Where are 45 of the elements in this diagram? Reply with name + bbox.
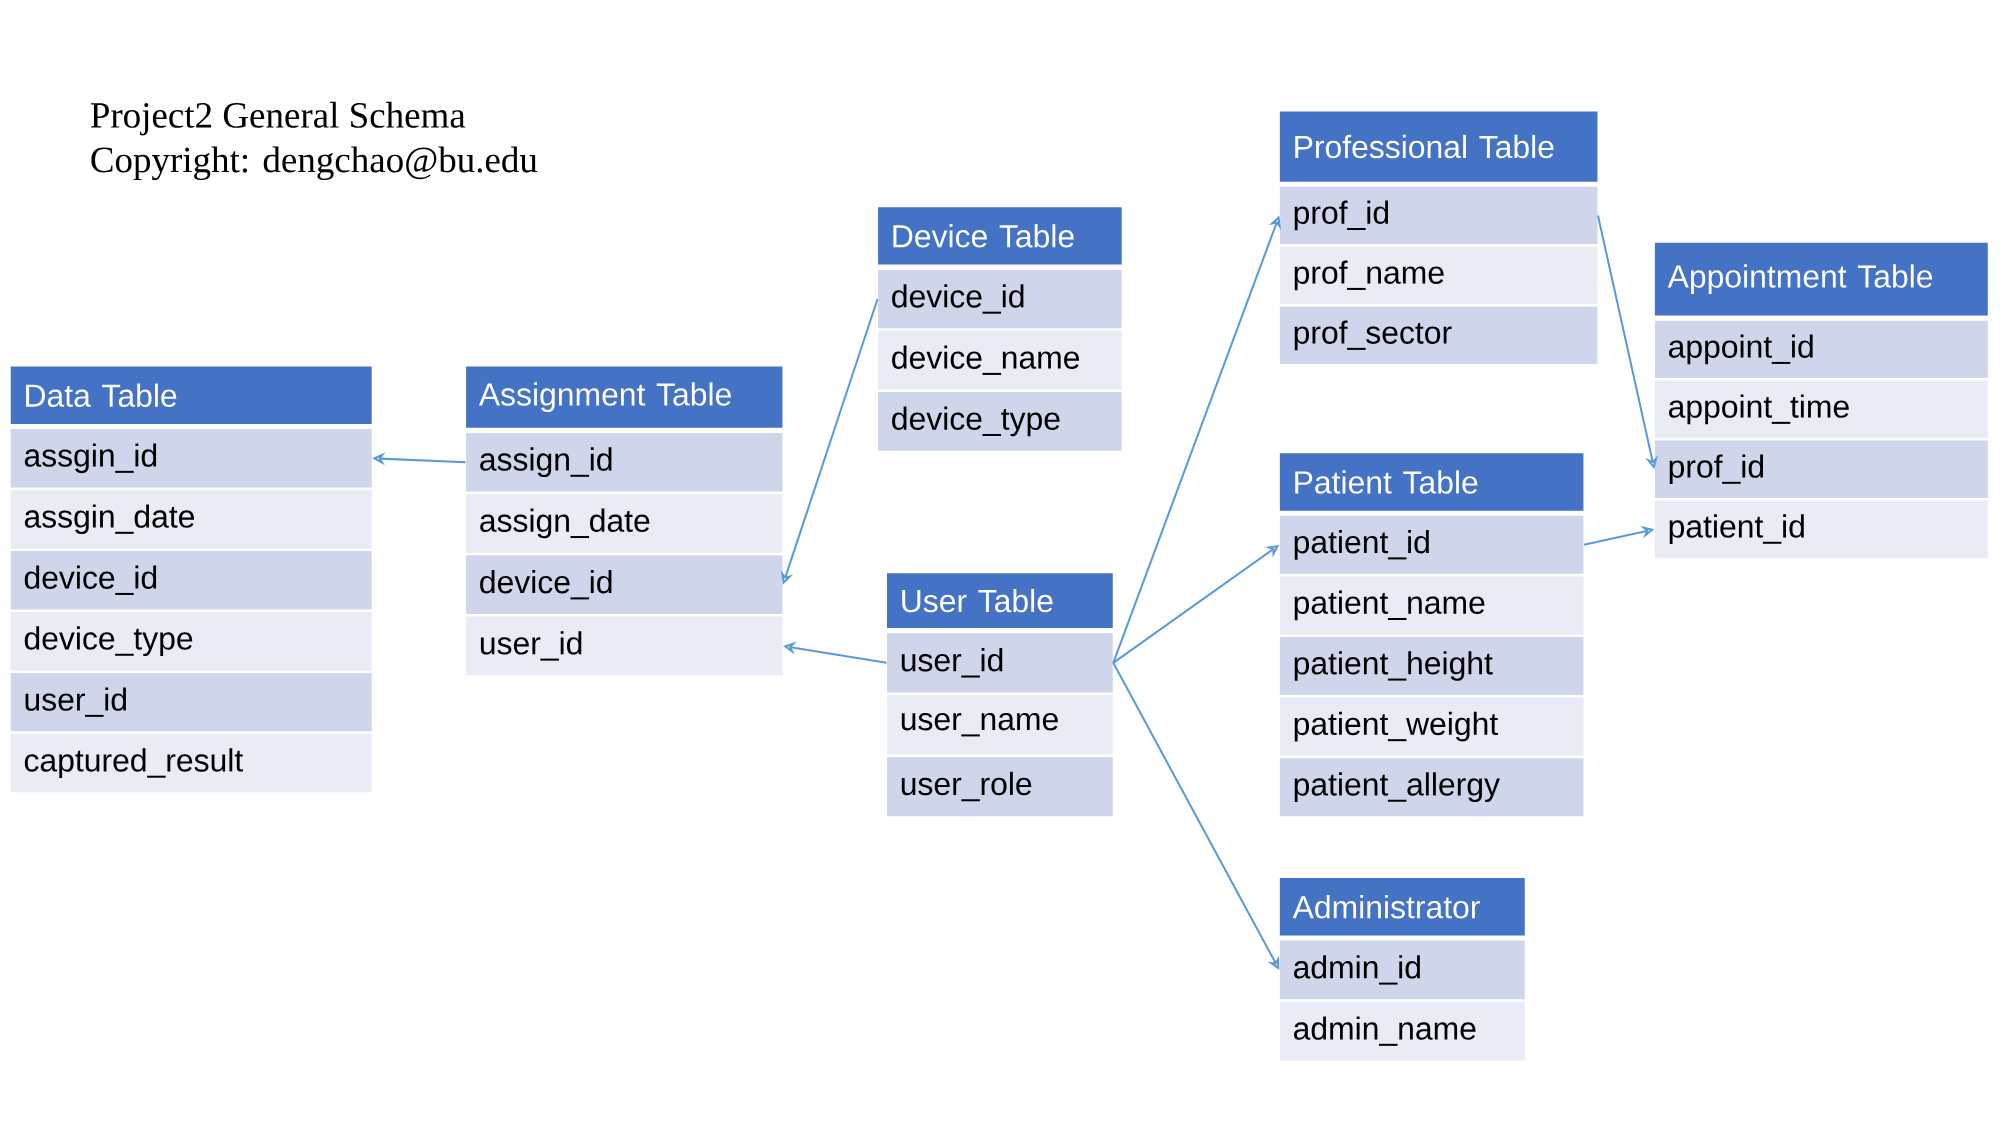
table-row: device_type [878,392,1122,451]
node-label: device_type [24,626,193,657]
table-header: Device Table [878,207,1122,265]
table-row: captured_result [10,733,372,793]
table-row: user_id [466,616,783,676]
table-header: Administrator [1279,878,1525,936]
table-row: patient_name [1279,576,1584,635]
table-row: device_name [878,330,1122,390]
title-text: Project2 General Schema [90,101,466,136]
table-header: Patient Table [1279,453,1584,511]
table-row: user_name [887,695,1113,755]
node-label: assign_date [480,508,650,539]
table-header: Data Table [10,366,372,424]
table-header: Appointment Table [1654,242,1988,316]
table-row: prof_id [1279,186,1598,245]
node-label: user_name [901,712,1058,737]
table-row: patient_weight [1279,697,1584,756]
table-row: prof_name [1279,246,1598,305]
table-row: device_id [878,269,1122,329]
table-row: patient_id [1279,515,1584,574]
table-row: device_type [10,612,372,671]
table-row: prof_sector [1279,306,1598,365]
table-row: admin_id [1279,940,1525,1000]
table-row: appoint_time [1654,380,1988,438]
table-row: user_id [10,672,372,732]
table-row: assgin_id [10,429,372,488]
table-header: User Table [887,573,1113,629]
node-label: appoint_time [1668,394,1849,425]
table-row: patient_height [1279,637,1584,695]
table-row: assgin_date [10,490,372,549]
table-row: user_role [887,756,1113,817]
table-row: prof_id [1654,440,1988,498]
table-row: assign_date [466,494,783,553]
node-label: assgin_date [24,504,195,535]
table-row: patient_allergy [1279,758,1584,817]
table-row: patient_id [1654,500,1988,558]
table-row: device_id [466,555,783,615]
table-row: device_id [10,551,372,610]
table-header: Assignment Table [466,366,783,428]
table-header: Professional Table [1279,111,1598,182]
table-row: user_id [887,633,1113,693]
table-row: admin_name [1279,1001,1525,1061]
table-row: assign_id [466,432,783,492]
title-text: Copyright: dengchao@bu.edu [91,146,538,181]
table-row: appoint_id [1654,320,1988,379]
